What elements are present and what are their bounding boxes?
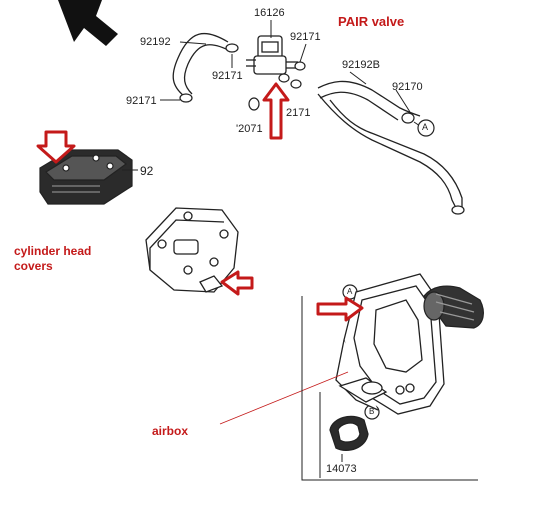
- cylinder-head-cover-1: [39, 149, 133, 205]
- red-arrow-icon: [220, 270, 254, 296]
- red-arrow-icon: [36, 130, 76, 164]
- hose-92192b: [317, 80, 463, 209]
- hose-92192: [172, 33, 233, 97]
- red-arrow-icon: [262, 82, 290, 140]
- airbox-frame: [301, 296, 478, 481]
- airbox-intake: [423, 285, 484, 329]
- leader-lines-top: [160, 41, 421, 127]
- part-number-92171-bottom: 2171: [286, 107, 311, 119]
- clamp-hose-end: [451, 205, 465, 215]
- airbox-leader-line: [219, 371, 349, 425]
- part-number-16126: 16126: [254, 7, 285, 19]
- red-arrow-icon: [316, 296, 364, 322]
- part-number-92: 92: [140, 164, 154, 178]
- callout-a-top: [417, 119, 435, 137]
- part-number-92192: 92192: [140, 36, 171, 48]
- pair-valve-label: PAIR valve: [338, 14, 405, 29]
- part-number-92192b: 92192B: [342, 59, 380, 71]
- part-number-92071: '2071: [236, 123, 263, 135]
- black-arrow-icon: [58, 0, 118, 46]
- airbox-housing: [335, 273, 445, 415]
- callout-letter-a-top: A: [422, 122, 429, 132]
- cylinder-head-covers-label: cylinder head covers: [14, 244, 92, 273]
- clamp-92170: [401, 112, 415, 124]
- callout-letter-a-airbox: A: [347, 287, 353, 296]
- clamp-92171-left: [179, 93, 193, 103]
- airbox-label: airbox: [152, 424, 189, 438]
- part-number-92171-top: 92171: [290, 31, 321, 43]
- part-number-92170: 92170: [392, 81, 423, 93]
- part-number-92171-mid: 92171: [212, 70, 243, 82]
- part-number-92171-left: 92171: [126, 95, 157, 107]
- part-number-14073: 14073: [326, 463, 357, 475]
- cylinder-head-cover-2: [145, 207, 239, 293]
- pair-valve-body: [246, 35, 298, 75]
- callout-letter-b-airbox: B: [369, 407, 375, 416]
- air-filter-14073: [329, 415, 369, 451]
